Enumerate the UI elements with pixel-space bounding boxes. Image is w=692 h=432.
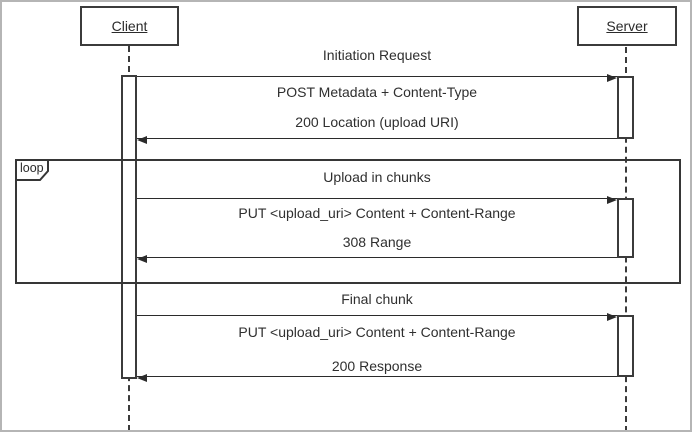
arrowhead-right-icon <box>607 73 617 82</box>
actor-box-server: Server <box>577 6 677 46</box>
pentagon-tab-icon <box>15 159 49 181</box>
arrow-final-request <box>137 312 617 321</box>
label-initiation-title: Initiation Request <box>322 47 432 63</box>
label-final-response: 200 Response <box>331 358 423 374</box>
actor-server-label: Server <box>606 18 648 34</box>
actor-client-label: Client <box>111 18 148 34</box>
server-activation-bar-final <box>617 315 634 377</box>
arrowhead-left-icon <box>137 254 147 263</box>
arrow-loop-request <box>137 195 617 204</box>
arrowhead-left-icon <box>137 135 147 144</box>
client-activation-bar <box>121 75 137 379</box>
actor-box-client: Client <box>80 6 179 46</box>
arrowhead-right-icon <box>607 195 617 204</box>
loop-operator-label: loop <box>20 161 44 175</box>
label-final-title: Final chunk <box>341 291 413 307</box>
arrow-initiation-request <box>137 73 617 82</box>
label-final-request: PUT <upload_uri> Content + Content-Range <box>238 324 516 340</box>
loop-fragment-frame: loop <box>15 159 681 284</box>
label-initiation-request: POST Metadata + Content-Type <box>276 84 478 100</box>
arrowhead-left-icon <box>137 373 147 382</box>
server-activation-bar-loop <box>617 198 634 258</box>
label-loop-response: 308 Range <box>342 234 412 250</box>
server-activation-bar-initiation <box>617 76 634 139</box>
label-initiation-response: 200 Location (upload URI) <box>295 114 459 130</box>
loop-operator-tab: loop <box>15 159 49 181</box>
arrow-initiation-response <box>137 135 617 144</box>
arrowhead-right-icon <box>607 312 617 321</box>
arrow-final-response <box>137 373 617 382</box>
arrow-loop-response <box>137 254 617 263</box>
label-loop-request: PUT <upload_uri> Content + Content-Range <box>238 205 516 221</box>
label-loop-title: Upload in chunks <box>323 169 431 185</box>
